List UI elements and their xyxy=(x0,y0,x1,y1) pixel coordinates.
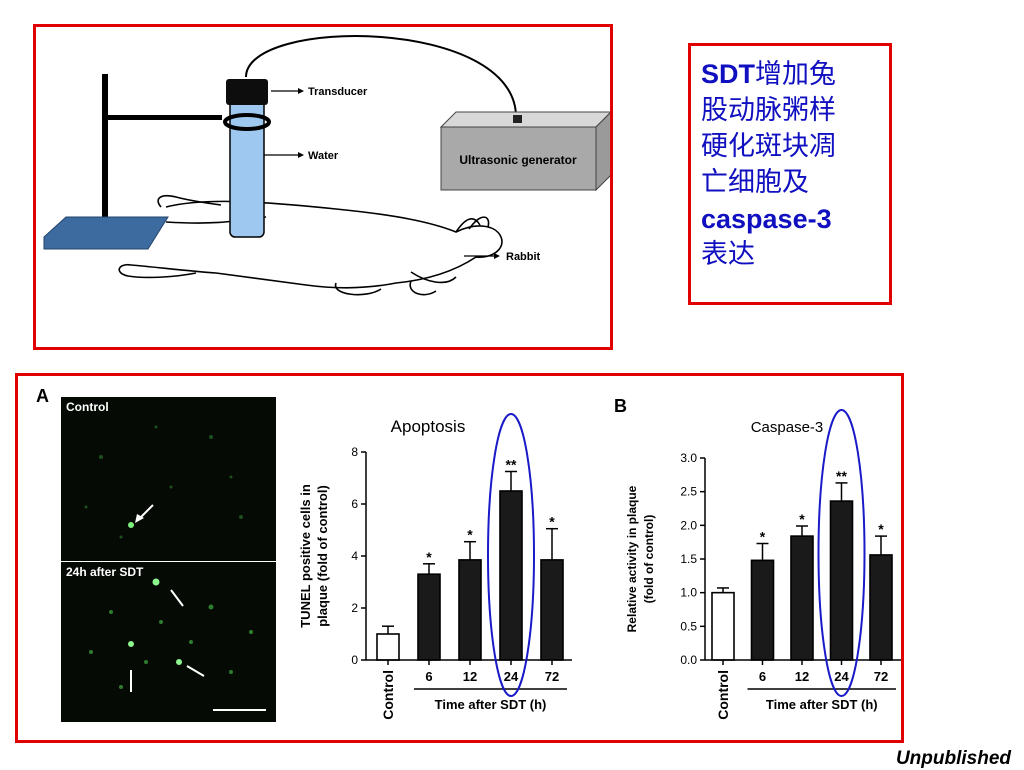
x-tick-label: Control xyxy=(380,670,396,720)
caption-line1-en: SDT xyxy=(701,59,755,89)
caption-line5: caspase-3 xyxy=(701,204,832,234)
arrow-icon xyxy=(186,665,205,677)
x-tick-label: 6 xyxy=(759,669,766,684)
significance-mark: * xyxy=(799,511,805,527)
y-axis-label: plaque (fold of control) xyxy=(315,485,330,627)
significance-mark: * xyxy=(878,521,884,537)
y-tick-label: 2.0 xyxy=(680,518,697,532)
chart-title: Caspase-3 xyxy=(751,419,824,436)
caption-line1-zh: 增加兔 xyxy=(755,59,836,90)
figure-frame: A B Control 24h after SDT xyxy=(15,373,1011,769)
caption-text: SDT增加兔 股动脉粥样 硬化斑块凋 亡细胞及 caspase-3 表达 xyxy=(701,56,887,273)
y-tick-label: 4 xyxy=(351,549,358,563)
setup-illustration: Ultrasonic generator Transducer Water Ra… xyxy=(43,35,613,296)
y-tick-label: 2.5 xyxy=(680,485,697,499)
stand-pole xyxy=(102,74,108,226)
y-tick-label: 0.5 xyxy=(680,619,697,633)
caption-line3: 硬化斑块凋 xyxy=(701,131,836,162)
ultrasonic-generator: Ultrasonic generator xyxy=(439,110,613,192)
unpublished-watermark: Unpublished xyxy=(895,748,1011,769)
bar xyxy=(790,535,814,661)
x-tick-label: 12 xyxy=(463,669,477,684)
y-tick-label: 8 xyxy=(351,445,358,459)
bar xyxy=(829,500,854,661)
stand-arm xyxy=(102,115,222,120)
positive-cell xyxy=(128,641,134,647)
micrograph-sdt-label: 24h after SDT xyxy=(66,565,144,579)
significance-mark: * xyxy=(467,527,473,543)
caption-line4: 亡细胞及 xyxy=(701,167,809,198)
panel-b-letter: B xyxy=(614,396,627,416)
clamp xyxy=(223,113,271,131)
water-pointer-head xyxy=(298,152,304,158)
y-axis-label: TUNEL positive cells in xyxy=(298,484,313,628)
bar xyxy=(540,559,564,661)
cable xyxy=(245,35,517,118)
x-tick-label: 12 xyxy=(795,669,809,684)
significance-mark: * xyxy=(760,529,766,545)
significance-mark: ** xyxy=(836,468,847,484)
x-tick-label: 6 xyxy=(425,669,432,684)
arrow-icon xyxy=(170,589,184,607)
transducer xyxy=(226,79,268,105)
caption-line2: 股动脉粥样 xyxy=(701,95,836,126)
bar xyxy=(376,633,400,661)
water-label: Water xyxy=(308,150,339,162)
generator-label: Ultrasonic generator xyxy=(459,153,577,167)
y-tick-label: 1.5 xyxy=(680,552,697,566)
x-tick-label: 72 xyxy=(874,669,888,684)
arrow-head-icon xyxy=(135,514,144,523)
bar xyxy=(750,559,775,661)
x-tick-label: 24 xyxy=(834,669,849,684)
x-axis-label: Time after SDT (h) xyxy=(766,697,878,712)
rabbit-label: Rabbit xyxy=(506,251,541,263)
x-tick-label: 24 xyxy=(504,669,519,684)
significance-mark: ** xyxy=(506,457,517,473)
y-tick-label: 1.0 xyxy=(680,586,697,600)
bar xyxy=(869,554,893,661)
bar xyxy=(458,559,482,661)
y-axis-label: Relative activity in plaque xyxy=(625,485,639,632)
caption-line6: 表达 xyxy=(701,239,755,270)
significance-mark: * xyxy=(549,514,555,530)
bar xyxy=(711,591,735,661)
bar xyxy=(417,573,441,661)
x-tick-label: 72 xyxy=(545,669,559,684)
y-axis-label: (fold of control) xyxy=(642,515,656,604)
y-tick-label: 3.0 xyxy=(680,451,697,465)
transducer-label: Transducer xyxy=(308,86,368,98)
rabbit-drawing xyxy=(118,194,503,296)
y-tick-label: 0.0 xyxy=(680,653,697,667)
panel-a-letter: A xyxy=(36,386,49,406)
x-axis-label: Time after SDT (h) xyxy=(435,697,547,712)
caption-frame: SDT增加兔 股动脉粥样 硬化斑块凋 亡细胞及 caspase-3 表达 xyxy=(688,43,892,305)
chart-title: Apoptosis xyxy=(391,417,466,436)
positive-cell xyxy=(152,578,160,586)
micrograph-control: Control xyxy=(61,397,276,561)
micrograph-sdt-content xyxy=(89,578,266,711)
highlight-ellipse xyxy=(487,413,535,697)
highlight-ellipse xyxy=(817,409,866,697)
micrograph-control-label: Control xyxy=(66,400,109,414)
rabbit-pointer-head xyxy=(494,253,500,259)
bar xyxy=(499,490,523,661)
positive-cell xyxy=(128,522,134,528)
micrograph-sdt: 24h after SDT xyxy=(61,562,276,722)
x-tick-label: Control xyxy=(715,670,731,720)
significance-mark: * xyxy=(426,549,432,565)
transducer-pointer-head xyxy=(298,88,304,94)
micrograph-control-content xyxy=(84,425,243,539)
positive-cell xyxy=(176,659,182,665)
y-tick-label: 6 xyxy=(351,497,358,511)
setup-illustration-frame: Ultrasonic generator Transducer Water Ra… xyxy=(33,24,613,350)
stand-base xyxy=(43,216,169,250)
y-tick-label: 2 xyxy=(351,601,358,615)
y-tick-label: 0 xyxy=(351,653,358,667)
